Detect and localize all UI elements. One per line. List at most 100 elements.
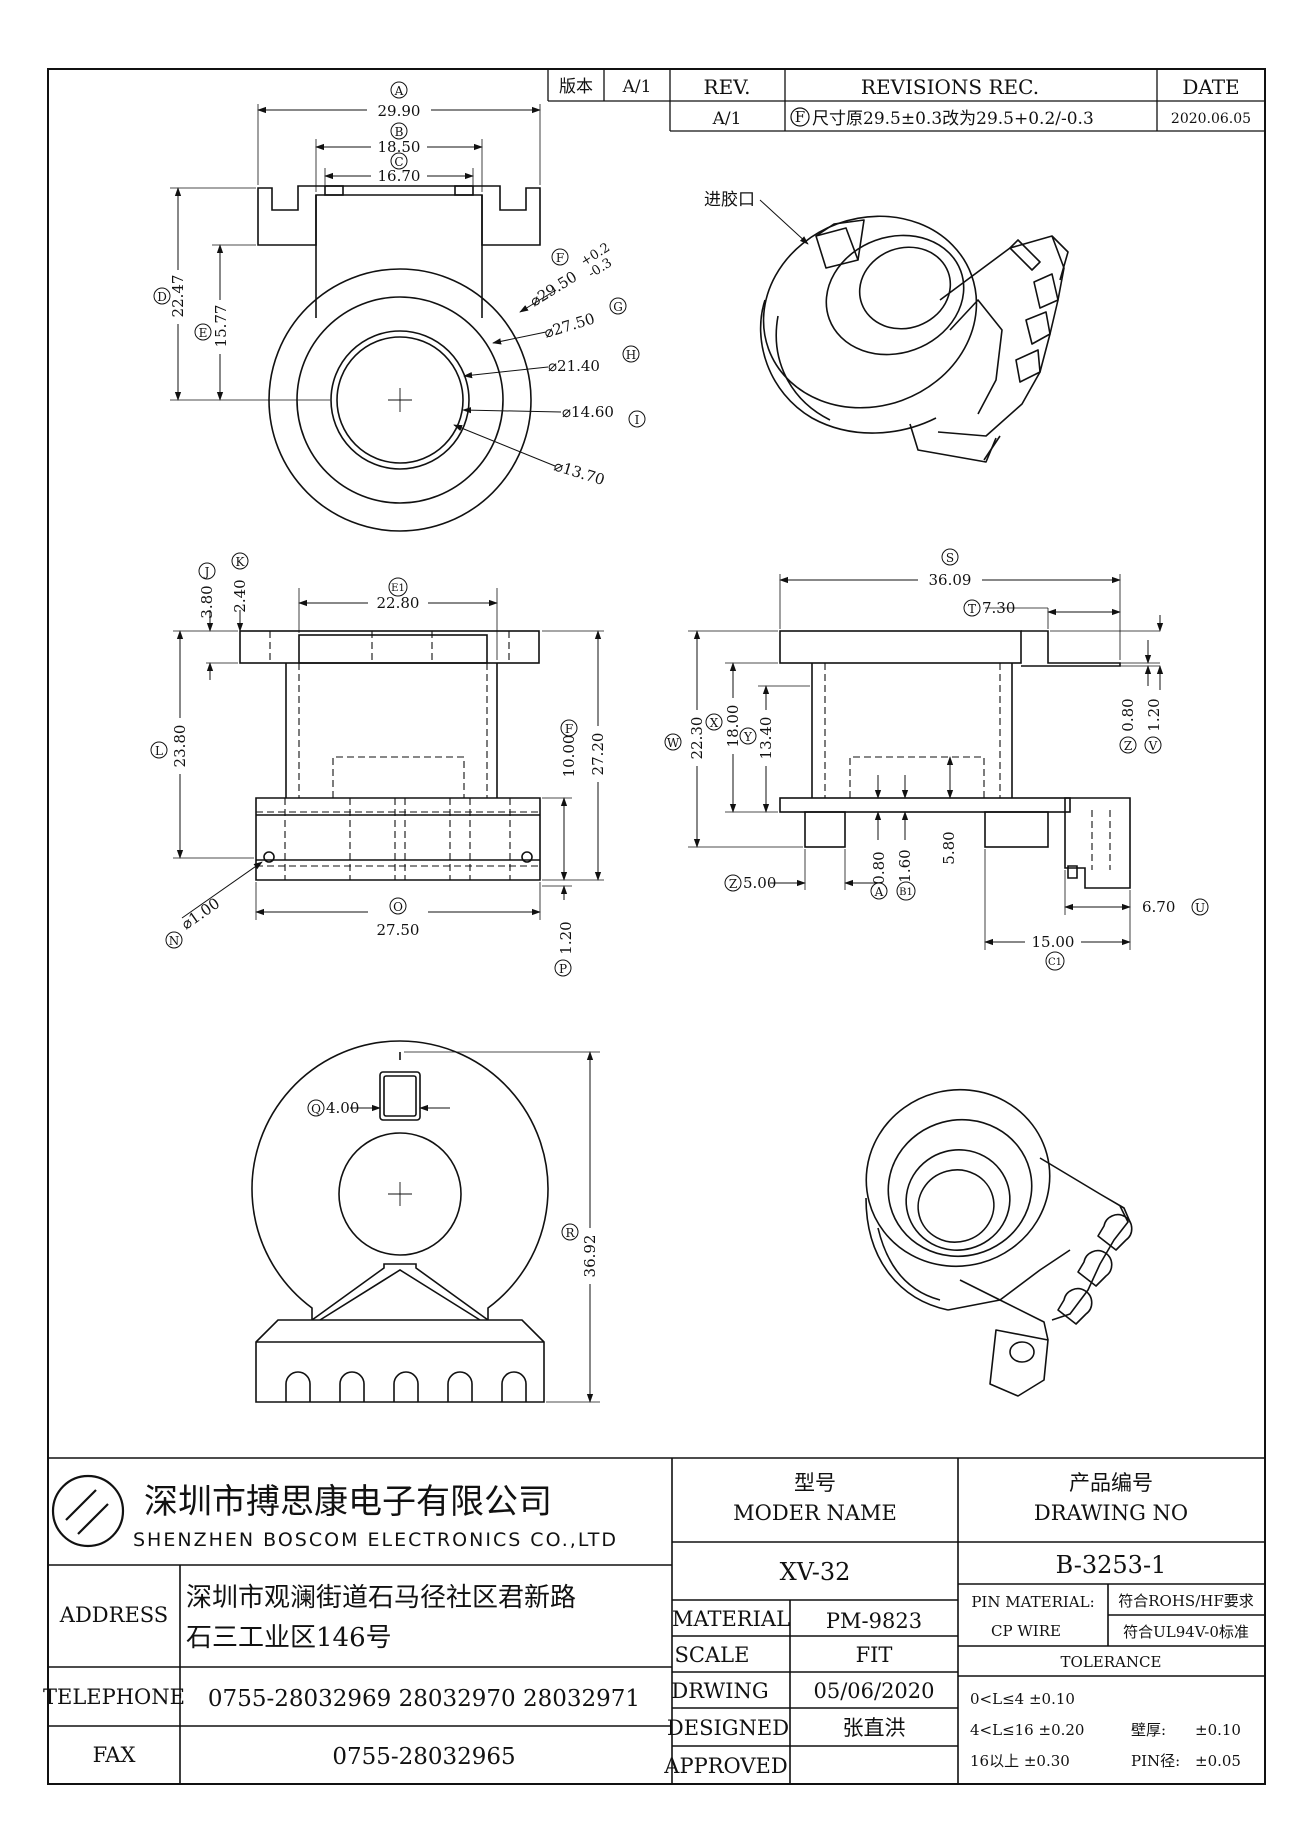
marker-t-circle (963, 599, 981, 617)
dim-s-mask (918, 571, 982, 589)
marker-v: V (1148, 739, 1158, 753)
marker-s: S (946, 551, 954, 565)
marker-i-circle (628, 410, 646, 428)
marker-p: P (559, 962, 567, 976)
telephone-label: TELEPHONE (43, 1685, 185, 1709)
marker-e: E (199, 326, 208, 340)
marker-o: O (393, 900, 403, 914)
dim-core-inner-group: ⌀13.70 (552, 457, 607, 489)
side-view (779, 630, 1131, 889)
marker-y: Y (743, 730, 753, 744)
dim-e2-value: 22.80 (377, 594, 420, 612)
record-text: 尺寸原29.5±0.3改为29.5+0.2/-0.3 (812, 109, 1094, 129)
marker-z2-circle (724, 874, 742, 892)
dim-e-mask (211, 300, 229, 354)
fax-label: FAX (93, 1743, 136, 1767)
marker-c: C (394, 155, 403, 169)
gate-leader (759, 199, 809, 245)
pin-diameter-label: PIN径: (1131, 1752, 1180, 1770)
dim-core-inner-value: ⌀13.70 (552, 457, 607, 489)
marker-x: X (710, 716, 719, 730)
iso-view-bottom (865, 1088, 1133, 1397)
dim-a2-value: 0.80 (870, 851, 888, 884)
marker-b1: B1 (899, 887, 913, 898)
marker-y-circle (739, 727, 757, 745)
dim-n-group: ⌀1.00 (178, 894, 223, 933)
address-line-2: 石三工业区146号 (186, 1623, 392, 1653)
marker-b-circle (390, 122, 408, 140)
marker-w: W (667, 736, 680, 750)
dim-y-value: 13.40 (757, 717, 775, 760)
marker-n-circle (165, 931, 183, 949)
dim-l-mask (171, 718, 189, 774)
revision-block (547, 69, 1265, 132)
dim-e-value: 15.77 (212, 305, 230, 348)
marker-a-circle (390, 81, 408, 99)
date-header: DATE (1182, 75, 1239, 99)
scale-label: SCALE (675, 1643, 750, 1667)
marker-a: A (394, 84, 404, 98)
designed-value: 张直洪 (843, 1716, 906, 1740)
marker-q: Q (311, 1102, 321, 1116)
marker-c1: C1 (1048, 957, 1062, 968)
marker-j-circle (198, 562, 216, 580)
marker-d: D (157, 290, 167, 304)
dim-g-value: ⌀27.50 (542, 309, 597, 341)
records-header: REVISIONS REC. (861, 75, 1039, 99)
top-view-extension-lines (170, 104, 541, 401)
drawing-label-cn: 产品编号 (1069, 1471, 1153, 1495)
marker-f-circle (551, 248, 569, 266)
front-view (239, 630, 541, 881)
dim-z-value: 0.80 (1119, 698, 1137, 731)
record-date: 2020.06.05 (1171, 111, 1251, 127)
address-line-1: 深圳市观澜街道石马径社区君新路 (186, 1583, 576, 1613)
marker-c1-circle (1045, 951, 1065, 971)
marker-u: U (1195, 901, 1205, 915)
dim-c1-value: 15.00 (1032, 933, 1075, 951)
marker-i: I (635, 413, 640, 427)
dim-n-value: ⌀1.00 (178, 894, 223, 933)
model-label-cn: 型号 (794, 1471, 836, 1495)
bottom-view (251, 1040, 549, 1403)
gate-label: 进胶口 (704, 190, 755, 210)
front-view-extension-lines (173, 588, 604, 920)
dim-b-mask (371, 138, 427, 156)
dim-w-mask (688, 710, 706, 766)
marker-h-circle (622, 345, 640, 363)
marker-q-circle (307, 1099, 325, 1117)
company-name-en: SHENZHEN BOSCOM ELECTRONICS CO.,LTD (133, 1529, 618, 1551)
wall-thickness-label: 壁厚: (1131, 1721, 1166, 1739)
marker-u-circle (1191, 898, 1209, 916)
side-view-hidden (780, 662, 1111, 870)
marker-e2: E1 (391, 583, 405, 594)
marker-l: L (155, 744, 163, 758)
dim-e2-mask (368, 594, 428, 612)
version-label: 版本 (559, 77, 593, 97)
dim-y-mask (757, 710, 775, 766)
dim-d-mask (169, 270, 187, 324)
top-view-centerlines (388, 388, 412, 412)
drawing-label-en: DRAWING NO (1034, 1501, 1188, 1525)
dim-m-mask (589, 726, 607, 782)
designed-label: DESIGNED (667, 1716, 789, 1740)
tolerance-row-2: 4<L≤16 ±0.20 (970, 1721, 1084, 1739)
dim-c-value: 16.70 (378, 167, 421, 185)
dim-s-value: 36.09 (929, 571, 972, 589)
tolerance-row-3: 16以上 ±0.30 (970, 1752, 1070, 1770)
dim-j-value: 3.80 (198, 585, 216, 618)
marker-w-circle (664, 733, 682, 751)
company-logo (51, 1474, 125, 1548)
marker-z2: Z (729, 877, 737, 891)
approved-label: APPROVED (663, 1754, 787, 1778)
dim-f-group: ⌀29.50 +0.2 -0.3 (527, 240, 615, 310)
dim-d-value: 22.47 (169, 275, 187, 318)
marker-k-circle (231, 552, 249, 570)
dim-v-value: 1.20 (1145, 698, 1163, 731)
drawing-number: B-3253-1 (1056, 1551, 1167, 1579)
dim-a-value: 29.90 (378, 102, 421, 120)
dim-l-value: 23.80 (171, 725, 189, 768)
dim-c1-mask (1025, 933, 1081, 951)
drawing-date-value: 05/06/2020 (813, 1679, 934, 1703)
rev-value: A/1 (712, 109, 742, 129)
marker-t: T (968, 602, 976, 616)
